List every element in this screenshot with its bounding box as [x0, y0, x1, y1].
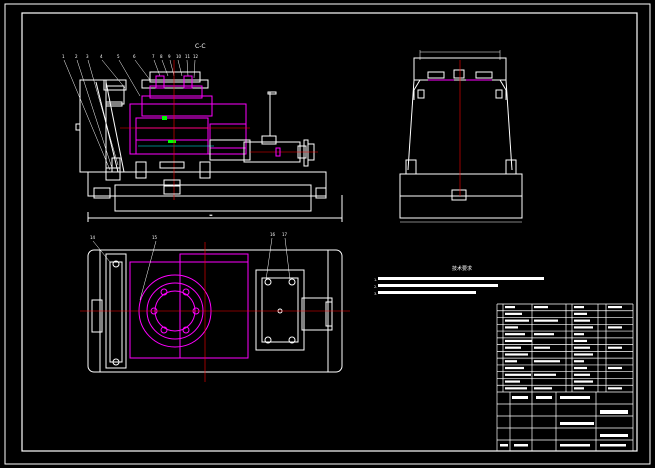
bom-text-mark	[574, 360, 584, 363]
bom-text-mark	[505, 319, 529, 322]
bom-text-mark	[500, 444, 508, 447]
bom-text-mark	[505, 353, 528, 356]
callout-2: 2	[75, 54, 78, 59]
callout-17: 17	[282, 232, 288, 237]
plan-view: 14 15 16 17	[80, 232, 350, 382]
bom-text-mark	[505, 373, 531, 376]
callout-6: 6	[133, 54, 136, 59]
bom-text-mark	[534, 306, 548, 309]
callout-16: 16	[270, 232, 276, 237]
callout-14: 14	[90, 235, 96, 240]
bom-text-mark	[514, 444, 528, 447]
tech-req-item-3: 3.	[374, 292, 377, 296]
bom-text-mark	[534, 387, 552, 390]
bom-text-mark	[560, 444, 590, 447]
bom-text-mark	[534, 360, 560, 363]
tech-req-title: 技术要求	[452, 265, 472, 272]
bom-text-mark	[608, 346, 622, 349]
bom-text-mark	[608, 387, 622, 390]
callouts-top: 1 2 3 4 5 6 7 8 9 10 11 12	[62, 54, 199, 59]
outer-frame	[4, 3, 651, 465]
bom-text-mark	[600, 444, 626, 447]
bom-text-mark	[574, 373, 590, 376]
bom-text-mark	[505, 366, 524, 370]
bom-text-mark	[600, 434, 628, 437]
bom-text-mark	[505, 326, 518, 329]
bom-text-mark	[505, 339, 532, 343]
callout-8: 8	[160, 54, 163, 59]
bom-text-mark	[560, 422, 594, 425]
callout-11: 11	[185, 54, 191, 59]
callout-5: 5	[117, 54, 120, 59]
svg-text:—: —	[210, 213, 212, 217]
bom-text-mark	[574, 326, 593, 329]
bom-text-mark	[574, 380, 593, 383]
bom-text-mark	[534, 373, 556, 376]
workpiece	[129, 75, 247, 155]
bom-text-mark	[574, 353, 593, 356]
bom-text-mark	[505, 380, 520, 383]
callout-7: 7	[152, 54, 155, 59]
bom-text-mark	[574, 339, 587, 343]
bom-text-mark	[534, 333, 554, 336]
front-section-view: C-C 1 2 3 4 5 6 7 8 9 10 11 12	[62, 43, 343, 222]
bom-text-mark	[534, 319, 558, 322]
bom-text-mark	[505, 306, 515, 309]
tech-req-item-1: 1.	[374, 278, 377, 282]
bom-text-mark	[574, 312, 587, 315]
bom-text-mark	[574, 306, 584, 309]
bom-text-mark	[574, 366, 587, 370]
title-block	[496, 303, 634, 452]
bom-text-mark	[574, 333, 584, 336]
bom-text-mark	[608, 326, 622, 329]
bom-text-mark	[505, 360, 517, 363]
bom-text-mark	[505, 346, 521, 349]
bom-text-mark	[560, 396, 590, 399]
callout-4: 4	[100, 54, 103, 59]
bom-text-mark	[505, 387, 527, 390]
bom-text-mark	[574, 319, 590, 322]
bom-text-mark	[534, 346, 550, 349]
bom-text-mark	[505, 312, 522, 315]
bom-text-mark	[574, 346, 590, 349]
bom-text-mark	[608, 306, 622, 309]
bom-text-mark	[536, 396, 552, 399]
bom-text-mark	[600, 410, 628, 414]
technical-requirements: 技术要求 1. 2. 3.	[374, 265, 544, 296]
callout-3: 3	[86, 54, 89, 59]
callout-9: 9	[168, 54, 171, 59]
callout-1: 1	[62, 54, 65, 59]
bom-text-mark	[574, 387, 584, 390]
bom-text-mark	[608, 366, 622, 370]
section-label: C-C	[195, 43, 206, 50]
bom-text-mark	[505, 333, 525, 336]
callout-15: 15	[152, 235, 158, 240]
callout-12: 12	[193, 54, 199, 59]
bom-text-mark	[512, 396, 528, 399]
callout-10: 10	[176, 54, 182, 59]
side-view	[399, 50, 523, 223]
inner-frame	[21, 12, 638, 452]
tech-req-item-2: 2.	[374, 285, 377, 289]
